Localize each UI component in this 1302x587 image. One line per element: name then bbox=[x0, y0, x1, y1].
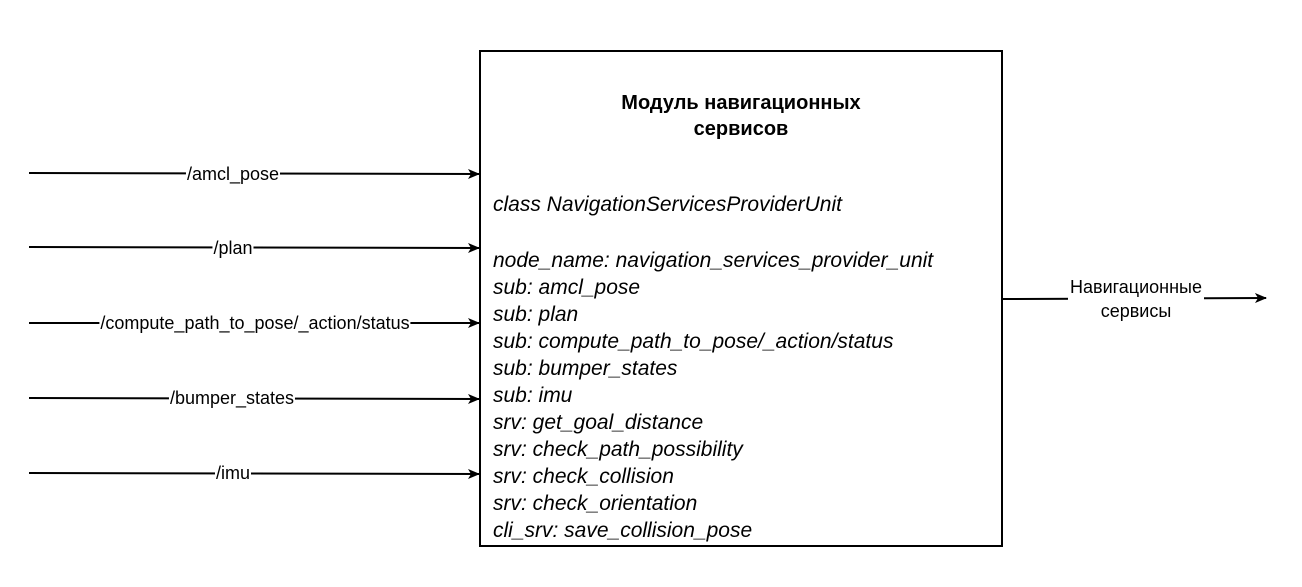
module-title-line-2: сервисов bbox=[693, 118, 789, 140]
input-label-plan: /plan bbox=[212, 238, 254, 258]
module-properties-list: node_name: navigation_services_provider_… bbox=[493, 247, 933, 544]
property-sub-imu: sub: imu bbox=[493, 384, 573, 407]
property-node-name: node_name: navigation_services_provider_… bbox=[493, 249, 934, 272]
property-srv-get-goal-distance: srv: get_goal_distance bbox=[493, 411, 704, 434]
property-sub-bumper-states: sub: bumper_states bbox=[493, 357, 678, 380]
input-label-bumper-states: /bumper_states bbox=[168, 388, 296, 408]
property-sub-compute-path-status: sub: compute_path_to_pose/_action/status bbox=[493, 330, 894, 353]
input-label-amcl-pose: /amcl_pose bbox=[185, 164, 281, 184]
module-class-name: class NavigationServicesProviderUnit bbox=[493, 193, 842, 216]
property-srv-check-orientation: srv: check_orientation bbox=[493, 492, 698, 515]
property-srv-check-collision: srv: check_collision bbox=[493, 465, 674, 488]
output-label-nav-services: Навигационные сервисы bbox=[1067, 275, 1205, 323]
module-title: Модуль навигационных сервисов bbox=[481, 90, 1001, 142]
input-label-imu: /imu bbox=[214, 463, 252, 483]
input-label-compute-path-status: /compute_path_to_pose/_action/status bbox=[99, 313, 411, 333]
module-title-line-1: Модуль навигационных bbox=[621, 92, 861, 114]
property-sub-amcl-pose: sub: amcl_pose bbox=[493, 276, 641, 299]
output-label-line-1: Навигационные bbox=[1069, 277, 1203, 297]
property-cli-srv-save-collision-pose: cli_srv: save_collision_pose bbox=[493, 519, 753, 542]
navigation-services-module-block: Модуль навигационных сервисов class Navi… bbox=[479, 50, 1003, 547]
property-srv-check-path-possibility: srv: check_path_possibility bbox=[493, 438, 743, 461]
property-sub-plan: sub: plan bbox=[493, 303, 579, 326]
output-label-line-2: сервисы bbox=[1100, 301, 1172, 321]
input-arrow-imu bbox=[28, 468, 480, 479]
input-arrow-plan bbox=[28, 242, 480, 253]
